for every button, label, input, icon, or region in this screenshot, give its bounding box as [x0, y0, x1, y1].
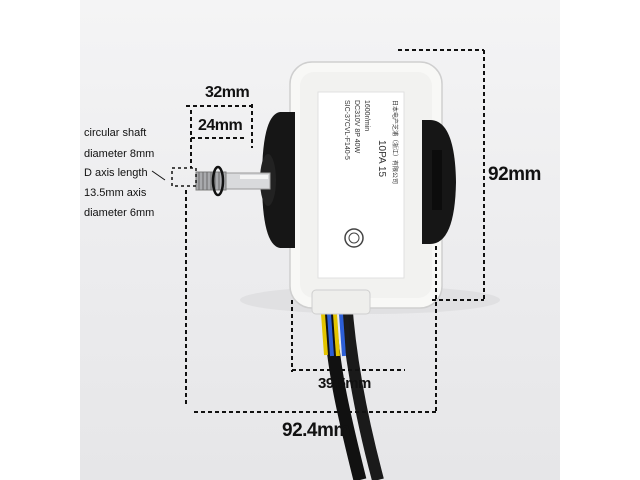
note-line-4: 13.5mm axis [84, 187, 147, 199]
rating-label [317, 91, 405, 279]
note-pointer [151, 170, 166, 181]
note-line-1: circular shaft [84, 127, 147, 139]
left-bearing [262, 112, 295, 248]
note-line-5: diameter 6mm [84, 207, 155, 219]
dimension-label-24mm: 24mm [198, 117, 243, 134]
note-line-3: D axis length [84, 167, 148, 179]
label-rated-text: 1600r/min [363, 100, 370, 131]
ccc-logo [344, 228, 364, 248]
dimension-label-92-4mm: 92.4mm [282, 420, 350, 441]
label-code-text: 10PA 15 [376, 140, 387, 178]
dimension-label-92mm: 92mm [488, 164, 541, 185]
motor-illustration: SIC-37CVL-F140-5 DC310V 8P 40W 1600r/min… [151, 49, 500, 480]
label-maker-text: 日本电产芝浦（浙江）有限公司 [391, 100, 399, 184]
photo-background: SIC-37CVL-F140-5 DC310V 8P 40W 1600r/min… [80, 0, 560, 480]
dimension-label-39-5mm: 39.5mm [318, 375, 371, 392]
dimension-lines [171, 49, 485, 413]
label-spec-text: DC310V 8P 40W [353, 100, 360, 154]
label-model-text: SIC-37CVL-F140-5 [343, 100, 350, 160]
note-line-2: diameter 8mm [84, 148, 155, 160]
dimension-label-32mm: 32mm [205, 84, 250, 101]
